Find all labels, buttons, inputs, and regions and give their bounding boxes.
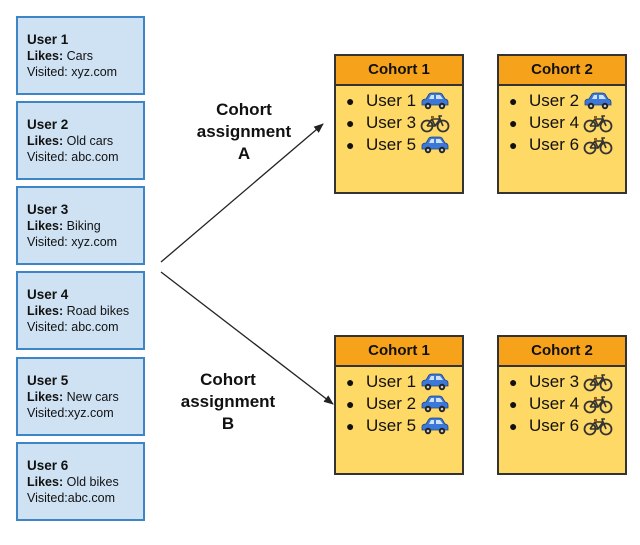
assignment-a-label: Cohort assignment A [196, 100, 292, 163]
user-name: User 3 [27, 202, 69, 217]
arrow-to-assignment-a [160, 123, 324, 263]
member-name: User 5 [366, 416, 417, 435]
arrow-to-assignment-b [160, 271, 334, 405]
bullet-icon: ● [509, 418, 518, 434]
user-likes: Likes: Biking [27, 219, 101, 233]
member-name: User 1 [366, 91, 417, 110]
cohort-member-list: ● User 1 ● User 3 ● User 5 [336, 86, 462, 156]
member-name: User 3 [529, 372, 580, 391]
cohort-member: ● User 1 [346, 371, 462, 393]
cohort-member: ● User 5 [346, 415, 462, 437]
car-icon [420, 91, 450, 111]
cohort-member: ● User 1 [346, 90, 462, 112]
bullet-icon: ● [346, 374, 355, 390]
cohort-member: ● User 5 [346, 134, 462, 156]
cohort-box-a-2: Cohort 2 ● User 2 ● User 4 ● User 6 [497, 54, 627, 194]
bullet-icon: ● [346, 115, 355, 131]
user-visited: Visited: abc.com [27, 320, 119, 334]
user-likes: Likes: New cars [27, 390, 119, 404]
user-name: User 1 [27, 32, 69, 47]
car-icon [420, 372, 450, 392]
member-name: User 6 [529, 135, 580, 154]
bullet-icon: ● [509, 374, 518, 390]
cohort-member: ● User 4 [509, 112, 625, 134]
bullet-icon: ● [346, 93, 355, 109]
user-visited: Visited:xyz.com [27, 406, 114, 420]
user-likes: Likes: Old bikes [27, 475, 119, 489]
cohort-member: ● User 2 [346, 393, 462, 415]
cohort-title: Cohort 1 [336, 337, 462, 367]
bullet-icon: ● [509, 137, 518, 153]
bike-icon [583, 416, 613, 436]
user-likes: Likes: Old cars [27, 134, 114, 148]
bike-icon [420, 113, 450, 133]
user-card-4: User 4 Likes: Road bikes Visited: abc.co… [16, 271, 145, 350]
user-name: User 6 [27, 458, 69, 473]
user-name: User 4 [27, 287, 69, 302]
user-name: User 5 [27, 373, 69, 388]
member-name: User 2 [366, 394, 417, 413]
cohort-member: ● User 2 [509, 90, 625, 112]
user-card-5: User 5 Likes: New cars Visited:xyz.com [16, 357, 145, 436]
member-name: User 4 [529, 394, 580, 413]
user-likes: Likes: Road bikes [27, 304, 130, 318]
car-icon [420, 394, 450, 414]
cohort-member-list: ● User 1 ● User 2 ● User 5 [336, 367, 462, 437]
bike-icon [583, 113, 613, 133]
member-name: User 2 [529, 91, 580, 110]
bullet-icon: ● [346, 137, 355, 153]
bike-icon [583, 394, 613, 414]
cohort-member-list: ● User 2 ● User 4 ● User 6 [499, 86, 625, 156]
cohort-member: ● User 3 [346, 112, 462, 134]
bullet-icon: ● [509, 93, 518, 109]
user-card-3: User 3 Likes: Biking Visited: xyz.com [16, 186, 145, 265]
member-name: User 1 [366, 372, 417, 391]
user-card-2: User 2 Likes: Old cars Visited: abc.com [16, 101, 145, 180]
bullet-icon: ● [346, 418, 355, 434]
user-card-1: User 1 Likes: Cars Visited: xyz.com [16, 16, 145, 95]
cohort-box-b-2: Cohort 2 ● User 3 ● User 4 ● User 6 [497, 335, 627, 475]
cohort-title: Cohort 2 [499, 337, 625, 367]
user-visited: Visited: abc.com [27, 150, 119, 164]
assignment-b-label: Cohort assignment B [180, 370, 276, 433]
cohort-title: Cohort 1 [336, 56, 462, 86]
bullet-icon: ● [509, 115, 518, 131]
member-name: User 3 [366, 113, 417, 132]
user-visited: Visited: xyz.com [27, 235, 118, 249]
bullet-icon: ● [346, 396, 355, 412]
bike-icon [583, 135, 613, 155]
member-name: User 4 [529, 113, 580, 132]
user-likes: Likes: Cars [27, 49, 94, 63]
cohort-box-a-1: Cohort 1 ● User 1 ● User 3 ● User 5 [334, 54, 464, 194]
user-name: User 2 [27, 117, 69, 132]
car-icon [420, 135, 450, 155]
user-visited: Visited:abc.com [27, 491, 116, 505]
member-name: User 6 [529, 416, 580, 435]
member-name: User 5 [366, 135, 417, 154]
cohort-member: ● User 3 [509, 371, 625, 393]
cohort-box-b-1: Cohort 1 ● User 1 ● User 2 ● User 5 [334, 335, 464, 475]
bike-icon [583, 372, 613, 392]
cohort-title: Cohort 2 [499, 56, 625, 86]
user-visited: Visited: xyz.com [27, 65, 118, 79]
user-card-6: User 6 Likes: Old bikes Visited:abc.com [16, 442, 145, 521]
car-icon [583, 91, 613, 111]
cohort-member: ● User 4 [509, 393, 625, 415]
cohort-member: ● User 6 [509, 415, 625, 437]
car-icon [420, 416, 450, 436]
cohort-member-list: ● User 3 ● User 4 ● User 6 [499, 367, 625, 437]
bullet-icon: ● [509, 396, 518, 412]
cohort-member: ● User 6 [509, 134, 625, 156]
